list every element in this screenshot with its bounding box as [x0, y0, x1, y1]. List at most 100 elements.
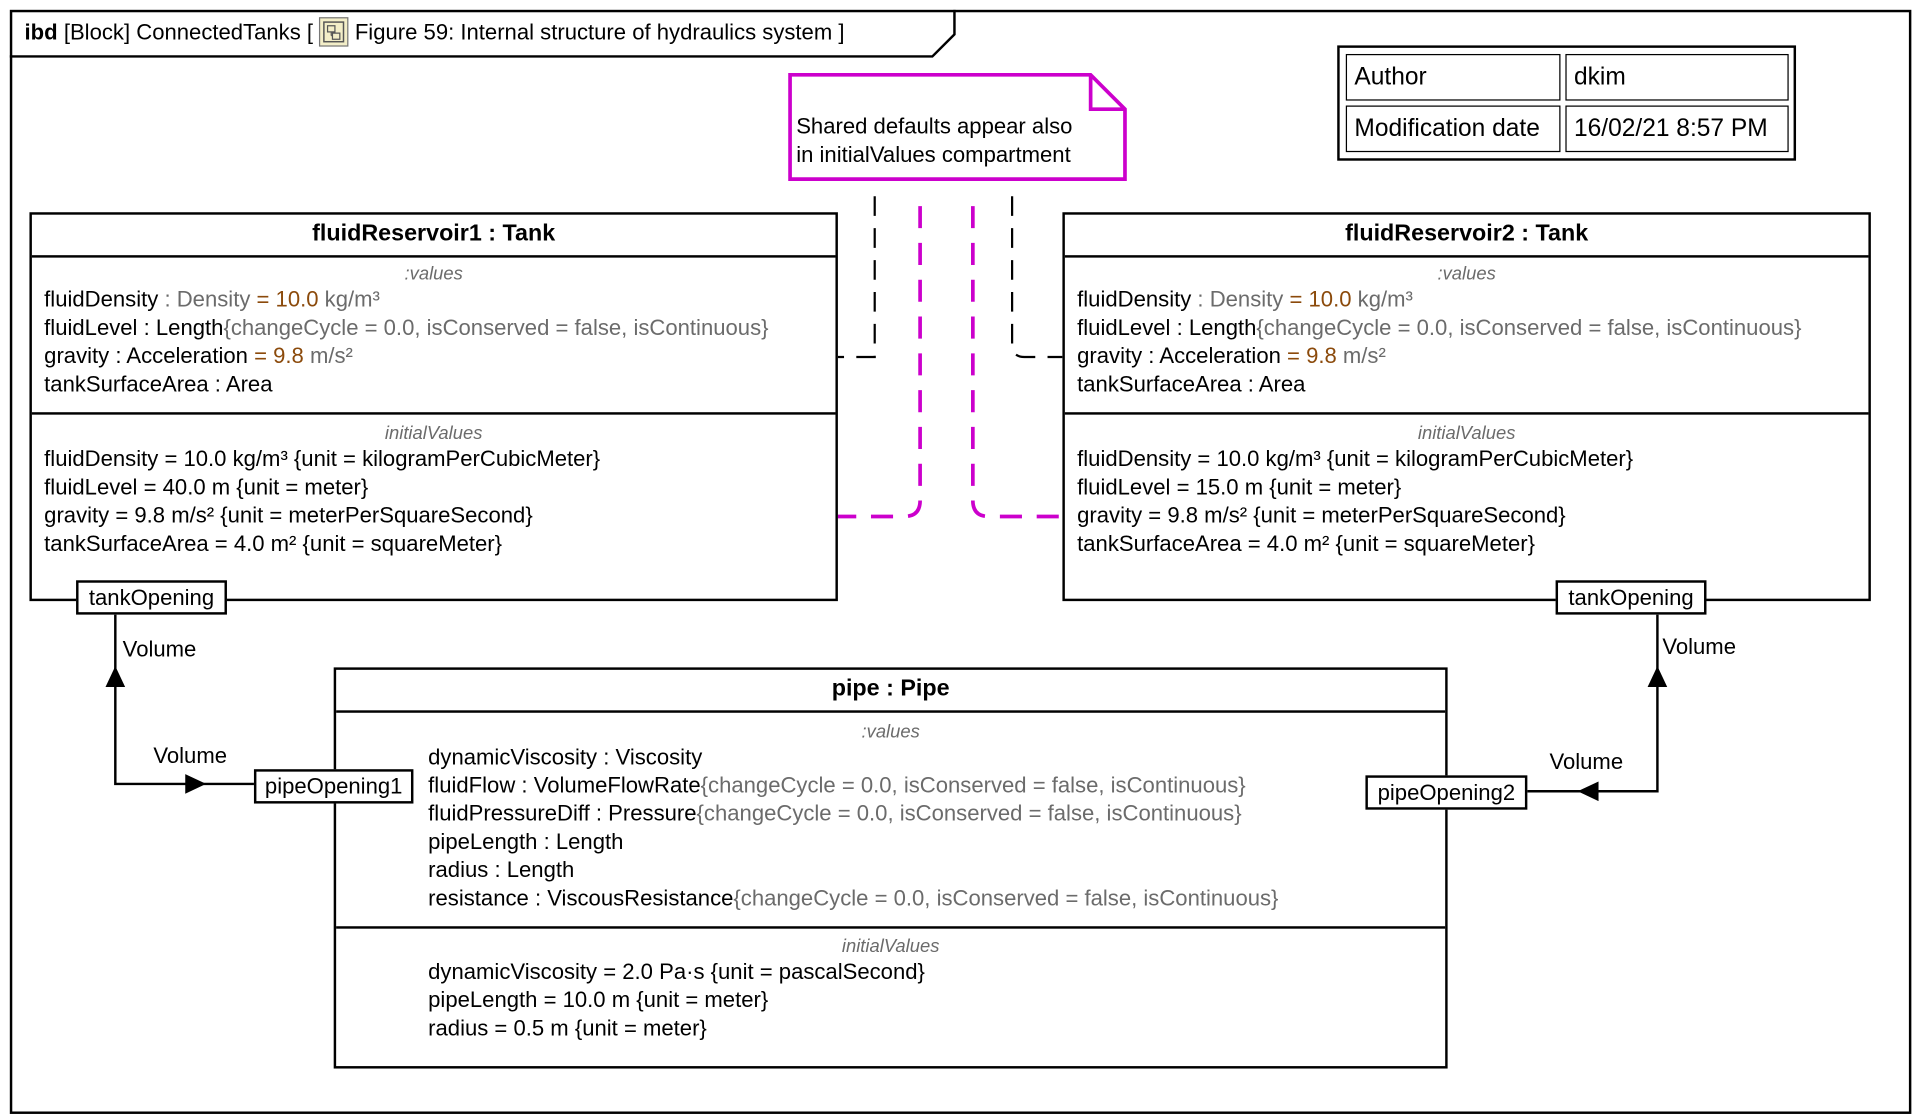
note-anchor-init-2 [971, 206, 1063, 519]
pipe-value-row[interactable]: resistance : ViscousResistance{changeCyc… [428, 885, 1278, 913]
tank2-value-row[interactable]: fluidLevel : Length{changeCycle = 0.0, i… [1077, 314, 1801, 342]
value-name: tankSurfaceArea [1077, 371, 1242, 397]
value-unit: kg/m³ [318, 287, 380, 312]
tank2-initial-value[interactable]: tankSurfaceArea = 4.0 m² {unit = squareM… [1077, 531, 1535, 556]
value-type: Length [555, 829, 624, 854]
default-value: 10.0 [275, 287, 319, 312]
pipe-initial-value[interactable]: dynamicViscosity = 2.0 Pa·s {unit = pasc… [428, 959, 925, 984]
pipe-initial-values-label: initialValues [841, 936, 940, 957]
value-type: Length [506, 857, 575, 883]
value-name: radius [428, 857, 489, 883]
tank2-compartment-divider [1064, 412, 1869, 415]
tank1-value-row[interactable]: gravity : Acceleration = 9.8 m/s² [44, 342, 353, 370]
tank1-compartment-divider [31, 412, 836, 415]
value-name: dynamicViscosity [428, 744, 598, 770]
note-anchor-init-1 [837, 206, 922, 519]
value-name: gravity [44, 343, 110, 369]
note-line-1: Shared defaults appear also [796, 114, 1073, 139]
value-type: Acceleration [1159, 343, 1281, 369]
tank1-part[interactable]: fluidReservoir1 : Tank :values fluidDens… [29, 212, 838, 602]
value-eq: = [1283, 287, 1309, 312]
diagram-type-icon [319, 17, 349, 47]
pipe-value-row[interactable]: pipeLength : Length [428, 828, 623, 856]
tank1-port-tank-opening[interactable]: tankOpening [76, 580, 227, 615]
value-name: tankSurfaceArea [44, 371, 209, 397]
value-type: Density [1209, 287, 1284, 312]
value-sep: : [589, 801, 609, 826]
tank1-initial-value[interactable]: gravity = 9.8 m/s² {unit = meterPerSquar… [44, 502, 533, 528]
tank1-initial-value[interactable]: tankSurfaceArea = 4.0 m² {unit = squareM… [44, 531, 503, 556]
pipe-part[interactable]: pipe : Pipe :values dynamicViscosity : V… [333, 667, 1448, 1069]
pipe-initial-value[interactable]: pipeLength = 10.0 m {unit = meter} [428, 987, 769, 1013]
tank1-value-row[interactable]: fluidDensity : Density = 10.0 kg/m³ [44, 286, 380, 314]
default-value: 9.8 [273, 343, 304, 369]
tank1-value-row[interactable]: fluidLevel : Length{changeCycle = 0.0, i… [44, 314, 768, 342]
frame-title: ibd [Block] ConnectedTanks [ Figure 59: … [24, 17, 845, 47]
value-sep: : [515, 772, 534, 798]
diagram-kind: ibd [24, 19, 58, 45]
pipe-port-pipe-opening2[interactable]: pipeOpening2 [1365, 775, 1528, 810]
tank2-initial-value[interactable]: fluidDensity = 10.0 kg/m³ {unit = kilogr… [1077, 446, 1634, 472]
value-type: VolumeFlowRate [533, 772, 701, 798]
value-sep: : [158, 287, 177, 312]
tank2-value-row[interactable]: fluidDensity : Density = 10.0 kg/m³ [1077, 286, 1413, 314]
value-eq: = [1280, 343, 1307, 369]
value-name: fluidDensity [1077, 287, 1192, 312]
metadata-table [1337, 45, 1797, 161]
tank1-values-label: :values [404, 263, 463, 285]
modification-date-label: Modification date [1345, 105, 1561, 153]
bracket-close: ] [838, 19, 845, 45]
value-properties: {changeCycle = 0.0, isConserved = false,… [696, 801, 1242, 826]
default-value: 10.0 [1308, 287, 1352, 312]
value-properties: {changeCycle = 0.0, isConserved = false,… [733, 885, 1279, 911]
value-type: ViscousResistance [547, 885, 734, 911]
tank1-initial-value[interactable]: fluidLevel = 40.0 m {unit = meter} [44, 474, 369, 500]
tank2-port-tank-opening[interactable]: tankOpening [1555, 580, 1707, 615]
value-sep: : [537, 829, 556, 854]
flow-arrow-left-right [185, 774, 207, 794]
pipe-value-row[interactable]: fluidFlow : VolumeFlowRate{changeCycle =… [428, 772, 1246, 800]
pipe-compartment-divider [336, 926, 1446, 929]
tank1-initial-values-label: initialValues [384, 423, 483, 445]
value-sep: : [1241, 371, 1259, 397]
modification-date-value: 16/02/21 8:57 PM [1565, 105, 1789, 153]
tank1-value-row[interactable]: tankSurfaceArea : Area [44, 370, 272, 398]
value-unit: m/s² [1336, 343, 1386, 369]
value-sep: : [597, 744, 616, 770]
value-sep: : [488, 857, 507, 883]
value-sep: : [109, 343, 127, 369]
value-sep: : [528, 885, 548, 911]
tank2-value-row[interactable]: gravity : Acceleration = 9.8 m/s² [1077, 342, 1386, 370]
bracket-open: [ [306, 19, 314, 45]
tank2-initial-value[interactable]: fluidLevel = 15.0 m {unit = meter} [1077, 474, 1402, 500]
tank2-value-row[interactable]: tankSurfaceArea : Area [1077, 370, 1305, 398]
tank2-title: fluidReservoir2 : Tank [1064, 215, 1869, 258]
flow-label-left-upper: Volume [122, 636, 197, 662]
flow-label-right-lower: Volume [1549, 749, 1624, 775]
tank1-initial-value[interactable]: fluidDensity = 10.0 kg/m³ {unit = kilogr… [44, 446, 601, 472]
note-shape [788, 72, 1127, 181]
note-anchor-values-1 [837, 196, 876, 359]
value-name: pipeLength [428, 829, 538, 854]
value-sep: : [137, 315, 156, 340]
tank2-part[interactable]: fluidReservoir2 : Tank :values fluidDens… [1062, 212, 1871, 602]
pipe-values-label: :values [861, 721, 920, 743]
value-properties: {changeCycle = 0.0, isConserved = false,… [700, 772, 1246, 798]
note-line-2: in initialValues compartment [796, 142, 1071, 167]
pipe-value-row[interactable]: radius : Length [428, 856, 574, 884]
pipe-value-row[interactable]: dynamicViscosity : Viscosity [428, 743, 702, 771]
value-name: fluidPressureDiff [428, 801, 590, 826]
value-type: Acceleration [126, 343, 248, 369]
pipe-initial-value[interactable]: radius = 0.5 m {unit = meter} [428, 1015, 707, 1041]
tank2-initial-value[interactable]: gravity = 9.8 m/s² {unit = meterPerSquar… [1077, 502, 1566, 528]
pipe-value-row[interactable]: fluidPressureDiff : Pressure{changeCycle… [428, 800, 1241, 828]
value-type: Viscosity [615, 744, 703, 770]
pipe-port-pipe-opening1[interactable]: pipeOpening1 [253, 769, 414, 804]
value-name: fluidLevel [1077, 315, 1171, 340]
comment-note: Shared defaults appear also in initialVa… [796, 113, 1072, 169]
value-name: fluidFlow [428, 772, 516, 798]
diagram-block-name: ConnectedTanks [136, 19, 301, 45]
default-value: 9.8 [1306, 343, 1337, 369]
